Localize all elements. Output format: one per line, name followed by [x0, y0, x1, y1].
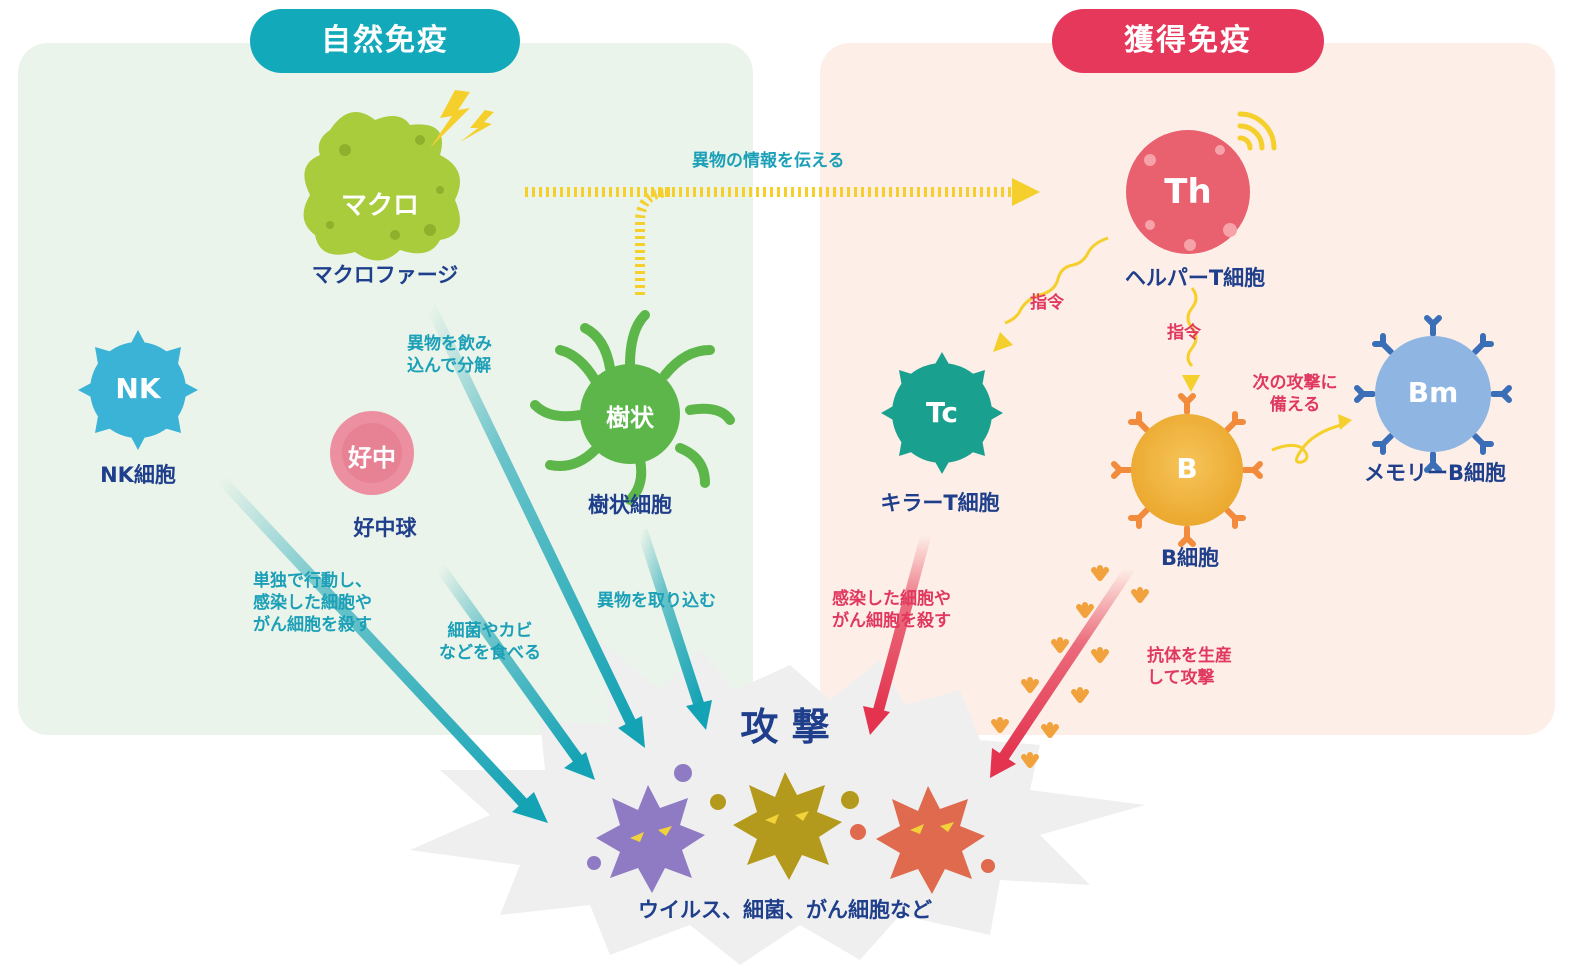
- b-cell: [1111, 393, 1263, 547]
- innate-immunity-title: 自然免疫: [250, 9, 520, 73]
- nk-action-label: 単独で行動し、 感染した細胞や がん細胞を殺す: [253, 570, 372, 636]
- attack-targets-label: ウイルス、細菌、がん細胞など: [638, 898, 932, 922]
- macrophage-abbr: マクロ: [340, 191, 419, 221]
- macrophage-attack-arrow: [425, 302, 645, 748]
- memory-action-label: 次の攻撃に 備える: [1240, 372, 1350, 416]
- virus-olive: [733, 772, 842, 880]
- command-down-label: 指令: [1167, 323, 1201, 343]
- neutrophil-cell: [330, 411, 414, 495]
- killer-t-cell: [881, 352, 1003, 474]
- helper-t-abbr: Th: [1164, 172, 1212, 212]
- nk-action-line-2: 感染した細胞や: [253, 593, 372, 614]
- dendritic-cell: [530, 310, 735, 505]
- memory-action-line-2: 備える: [1269, 395, 1321, 416]
- neutrophil-label: 好中球: [353, 516, 417, 540]
- engulf-label: 異物を飲み 込んで分解: [407, 333, 492, 377]
- helper-t-label: ヘルパーT細胞: [1124, 266, 1266, 290]
- macrophage-cell: [303, 112, 460, 261]
- adaptive-section-bg: [820, 43, 1555, 735]
- command-arrow-down: [1182, 287, 1200, 392]
- signal-icon: [1237, 111, 1277, 151]
- dendritic-attack-arrow: [636, 528, 712, 730]
- innate-section-bg: [18, 43, 753, 735]
- lightning-icon: [430, 90, 494, 148]
- killer-action-line-1: 感染した細胞や: [832, 589, 951, 609]
- nk-action-line-1: 単独で行動し、: [253, 571, 372, 591]
- neutrophil-action-line-2: などを食べる: [439, 643, 541, 664]
- neutrophil-abbr: 好中: [348, 444, 396, 472]
- dot-group: [587, 764, 995, 873]
- neutrophil-action-label: 細菌やカビ などを食べる: [425, 620, 555, 664]
- helper-t-cell: [1126, 130, 1250, 254]
- b-cell-label: B細胞: [1160, 546, 1219, 570]
- killer-t-label: キラーT細胞: [880, 491, 1000, 515]
- nk-attack-arrow: [215, 474, 548, 823]
- nk-action-line-3: がん細胞を殺す: [253, 615, 372, 636]
- adaptive-immunity-title: 獲得免疫: [1052, 9, 1324, 73]
- killer-t-abbr: Tc: [926, 396, 958, 429]
- memory-arrow: [1271, 414, 1352, 464]
- info-arrow-head: [1012, 178, 1040, 206]
- memory-b-abbr: Bm: [1407, 376, 1459, 409]
- attack-title: 攻 撃: [740, 705, 830, 749]
- dendritic-label: 樹状細胞: [588, 493, 672, 517]
- neutrophil-attack-arrow: [435, 563, 595, 780]
- command-left-label: 指令: [1030, 293, 1064, 313]
- antibody-action-line-1: 抗体を生産: [1147, 646, 1232, 666]
- memory-b-label: メモリーB細胞: [1363, 461, 1506, 485]
- virus-orange: [876, 786, 985, 894]
- bcell-attack-arrow: [990, 564, 1135, 778]
- memory-action-line-1: 次の攻撃に: [1252, 373, 1338, 393]
- antibody-action-line-2: して攻撃: [1147, 668, 1215, 689]
- antibody-group: [991, 565, 1149, 768]
- nk-cell: [78, 330, 198, 450]
- antibody-action-label: 抗体を生産 して攻撃: [1147, 645, 1232, 689]
- killer-attack-arrow: [863, 533, 932, 735]
- dendritic-abbr: 樹状: [606, 404, 654, 432]
- macrophage-label: マクロファージ: [311, 263, 459, 287]
- killer-action-label: 感染した細胞や がん細胞を殺す: [832, 588, 951, 632]
- engulf-line-1: 異物を飲み: [407, 334, 492, 354]
- b-cell-abbr: B: [1176, 452, 1198, 485]
- nk-label: NK細胞: [100, 463, 176, 487]
- neutrophil-action-line-1: 細菌やカビ: [447, 621, 533, 641]
- killer-action-line-2: がん細胞を殺す: [832, 611, 951, 632]
- dendritic-action-label: 異物を取り込む: [597, 591, 716, 611]
- engulf-line-2: 込んで分解: [407, 356, 492, 377]
- memory-b-cell: [1354, 315, 1512, 473]
- virus-purple: [596, 785, 705, 893]
- info-transfer-label: 異物の情報を伝える: [692, 151, 845, 171]
- command-arrow-left: [993, 236, 1109, 352]
- nk-abbr: NK: [115, 372, 161, 405]
